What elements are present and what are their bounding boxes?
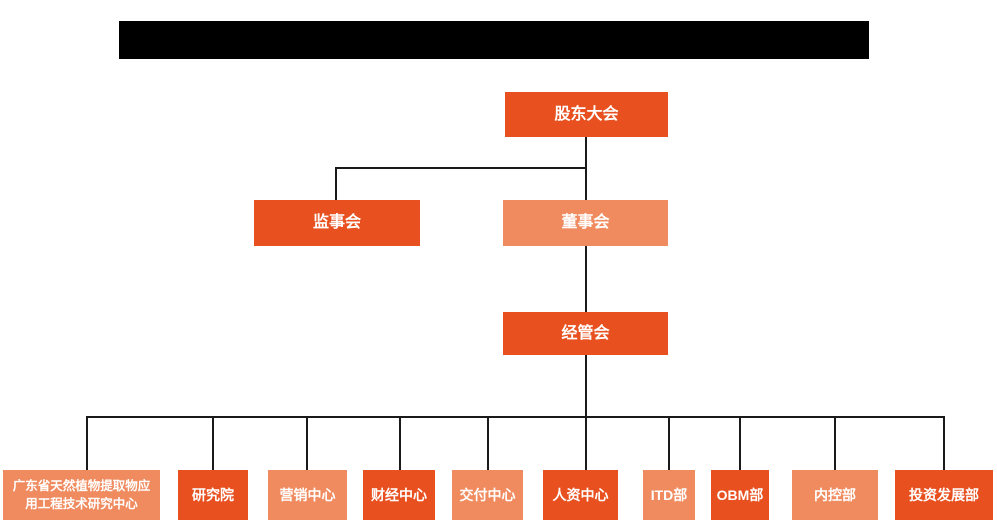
org-node-research-center: 广东省天然植物提取物应用工程技术研究中心 (3, 470, 160, 520)
connector-line (399, 416, 401, 470)
connector-line (86, 416, 88, 470)
connector-line (335, 167, 337, 200)
org-node-hr-center: 人资中心 (543, 470, 618, 520)
org-node-itd-department: ITD部 (643, 470, 695, 520)
connector-line (487, 416, 489, 470)
org-node-marketing-center: 营销中心 (268, 470, 347, 520)
connector-line (834, 416, 836, 470)
org-node-board-of-directors: 董事会 (503, 200, 668, 246)
org-node-obm-department: OBM部 (711, 470, 769, 520)
connector-line (585, 416, 587, 470)
org-node-finance-center: 财经中心 (363, 470, 435, 520)
org-node-delivery-center: 交付中心 (452, 470, 523, 520)
org-node-management-committee: 经管会 (503, 312, 668, 355)
org-node-research-institute: 研究院 (178, 470, 248, 520)
connector-line (335, 167, 587, 169)
connector-line (585, 246, 587, 312)
org-node-internal-control-department: 内控部 (792, 470, 878, 520)
redacted-title-bar (119, 21, 869, 59)
connector-line (668, 416, 670, 470)
connector-line (943, 416, 945, 470)
org-node-investment-development-department: 投资发展部 (895, 470, 993, 520)
org-node-shareholders-meeting: 股东大会 (505, 92, 668, 137)
connector-line (212, 416, 214, 470)
connector-line (585, 355, 587, 418)
connector-line (86, 416, 945, 418)
org-node-supervisory-board: 监事会 (254, 200, 420, 246)
connector-line (739, 416, 741, 470)
connector-line (306, 416, 308, 470)
